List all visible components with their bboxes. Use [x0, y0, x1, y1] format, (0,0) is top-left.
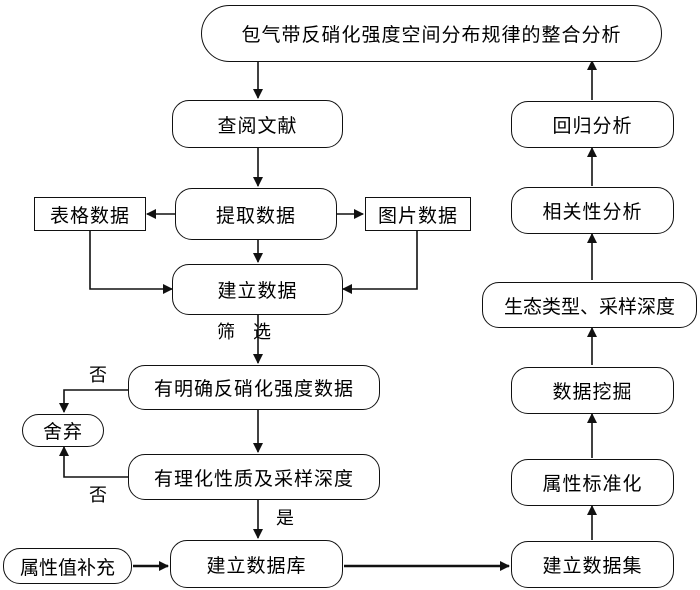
build-database-box: 建立数据库: [170, 540, 343, 588]
regression-analysis-box: 回归分析: [511, 101, 674, 148]
arrow-figure-to-build: [342, 231, 418, 294]
extract-data-box: 提取数据: [175, 188, 337, 240]
screen-label: 筛 选: [217, 322, 271, 343]
discard-box: 舍弃: [22, 414, 104, 447]
standardize-attributes-box: 属性标准化: [511, 459, 674, 506]
build-data-box: 建立数据: [172, 264, 343, 315]
table-data-box: 表格数据: [34, 197, 146, 231]
arrow-properties-no-to-discard: [59, 446, 130, 478]
supplement-attributes-box: 属性值补充: [3, 548, 132, 584]
yes-label: 是: [276, 508, 294, 529]
arrow-table-to-build: [89, 231, 173, 294]
arrow-denit-no-to-discard: [59, 389, 130, 413]
data-mining-box: 数据挖掘: [511, 367, 674, 414]
figure-data-box: 图片数据: [365, 197, 471, 231]
build-dataset-box: 建立数据集: [511, 541, 674, 588]
no-label-properties: 否: [89, 485, 107, 506]
integrated-analysis-box: 包气带反硝化强度空间分布规律的整合分析: [201, 5, 662, 62]
ecotype-sampling-depth-box: 生态类型、采样深度: [482, 282, 697, 328]
review-literature-box: 查阅文献: [172, 100, 343, 148]
has-denitrification-data-box: 有明确反硝化强度数据: [128, 365, 380, 410]
has-properties-depth-box: 有理化性质及采样深度: [128, 454, 380, 500]
correlation-analysis-box: 相关性分析: [511, 187, 674, 234]
no-label-denitrification: 否: [89, 365, 107, 386]
